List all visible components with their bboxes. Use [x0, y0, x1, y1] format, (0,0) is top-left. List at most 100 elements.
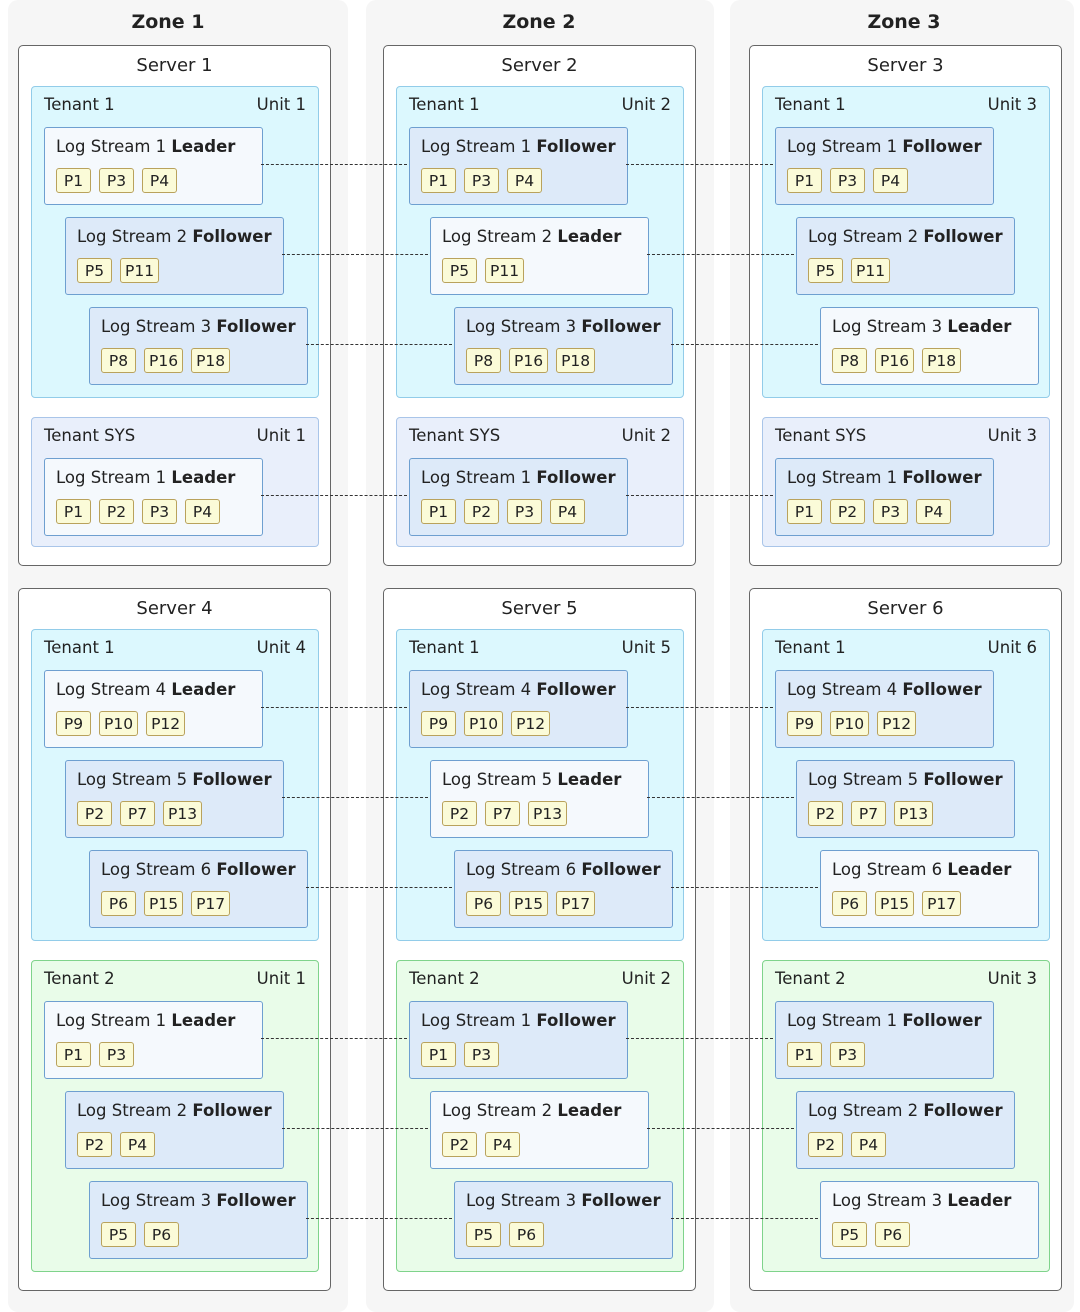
partition-tag: P9 — [421, 711, 456, 736]
partition-list: P5 P11 — [442, 258, 525, 283]
replica-role: Leader — [947, 1191, 1012, 1210]
partition-tag: P1 — [421, 499, 456, 524]
partition-tag: P8 — [466, 348, 501, 373]
log-stream-title: Log Stream 1 Follower — [421, 1011, 616, 1030]
partition-tag: P2 — [77, 801, 112, 826]
partition-tag: P1 — [787, 1042, 822, 1067]
log-stream-title: Log Stream 4 Follower — [421, 680, 616, 699]
log-stream-title: Log Stream 1 Follower — [787, 468, 982, 487]
replica-role: Follower — [536, 1011, 616, 1030]
partition-tag: P13 — [528, 801, 568, 826]
partition-tag: P4 — [120, 1132, 155, 1157]
partition-tag: P9 — [787, 711, 822, 736]
log-stream-title: Log Stream 3 Follower — [101, 1191, 296, 1210]
replica-role: Leader — [947, 860, 1012, 879]
partition-tag: P4 — [142, 168, 177, 193]
partition-tag: P11 — [485, 258, 525, 283]
log-stream-name: Log Stream 3 — [466, 1191, 577, 1210]
server-title: Server 3 — [867, 55, 944, 76]
replication-link — [671, 344, 818, 345]
unit-label: Unit 1 — [256, 95, 306, 114]
tenant-name: Tenant SYS — [44, 426, 136, 445]
unit-label: Unit 4 — [256, 638, 306, 657]
log-stream-name: Log Stream 1 — [421, 1011, 532, 1030]
replica-role: Follower — [216, 860, 296, 879]
partition-tag: P6 — [875, 1222, 910, 1247]
replication-link — [261, 164, 407, 165]
log-stream-name: Log Stream 3 — [466, 317, 577, 336]
partition-tag: P5 — [442, 258, 477, 283]
replica-role: Follower — [536, 468, 616, 487]
partition-tag: P3 — [507, 499, 542, 524]
tenant-name: Tenant 1 — [409, 638, 480, 657]
partition-tag: P2 — [77, 1132, 112, 1157]
log-stream-title: Log Stream 5 Leader — [442, 770, 621, 789]
partition-tag: P8 — [101, 348, 136, 373]
log-stream-title: Log Stream 1 Follower — [421, 137, 616, 156]
log-stream-title: Log Stream 5 Follower — [808, 770, 1003, 789]
log-stream-name: Log Stream 4 — [56, 680, 167, 699]
partition-tag: P18 — [191, 348, 231, 373]
log-stream-name: Log Stream 1 — [56, 468, 167, 487]
log-stream-name: Log Stream 1 — [787, 137, 898, 156]
log-stream-name: Log Stream 5 — [77, 770, 188, 789]
replication-link — [626, 1038, 773, 1039]
partition-tag: P4 — [916, 499, 951, 524]
replication-link — [647, 1128, 794, 1129]
unit-label: Unit 3 — [987, 969, 1037, 988]
partition-tag: P13 — [894, 801, 934, 826]
server-title: Server 5 — [501, 598, 578, 619]
replication-link — [671, 887, 818, 888]
replica-role: Follower — [216, 1191, 296, 1210]
log-stream-title: Log Stream 6 Follower — [101, 860, 296, 879]
log-stream-name: Log Stream 2 — [442, 1101, 553, 1120]
log-stream-title: Log Stream 3 Leader — [832, 317, 1011, 336]
partition-tag: P18 — [922, 348, 962, 373]
replica-role: Leader — [947, 317, 1012, 336]
partition-tag: P11 — [851, 258, 891, 283]
tenant-name: Tenant 2 — [775, 969, 846, 988]
partition-tag: P5 — [77, 258, 112, 283]
partition-tag: P9 — [56, 711, 91, 736]
partition-tag: P11 — [120, 258, 160, 283]
tenant-name: Tenant 2 — [409, 969, 480, 988]
partition-tag: P12 — [877, 711, 917, 736]
replication-link — [306, 887, 452, 888]
unit-label: Unit 2 — [621, 969, 671, 988]
partition-tag: P6 — [466, 891, 501, 916]
replica-role: Leader — [557, 227, 622, 246]
partition-tag: P10 — [830, 711, 870, 736]
log-stream-title: Log Stream 3 Follower — [101, 317, 296, 336]
unit-label: Unit 1 — [256, 426, 306, 445]
log-stream-name: Log Stream 6 — [101, 860, 212, 879]
